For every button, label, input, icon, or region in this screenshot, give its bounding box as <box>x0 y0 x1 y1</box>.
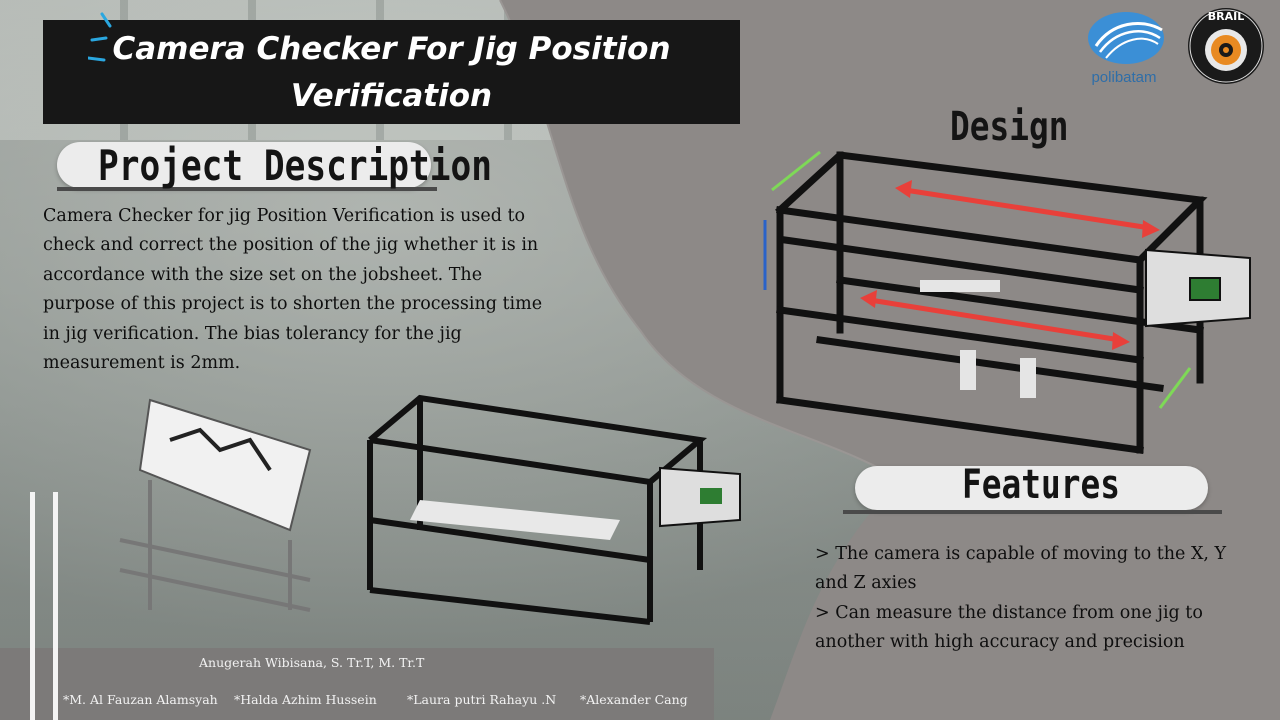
polibatam-logo: polibatam <box>1088 12 1164 86</box>
supervisor-name: Anugerah Wibisana, S. Tr.T, M. Tr.T <box>199 655 425 670</box>
project-description-pill <box>57 142 431 188</box>
title-banner <box>43 20 740 124</box>
design-heading: Design <box>950 104 1069 150</box>
project-description-text: Camera Checker for jig Position Verifica… <box>43 206 543 374</box>
features-underline <box>843 510 1222 514</box>
machine-render <box>367 394 741 625</box>
spark-decoration-icon <box>88 12 112 62</box>
member-name: *Halda Azhim Hussein <box>234 692 377 707</box>
polibatam-wordmark: polibatam <box>1091 69 1156 86</box>
credits-panel <box>0 648 714 720</box>
page-title: Camera Checker For Jig Position Verifica… <box>43 26 740 120</box>
project-description-heading: Project Description <box>98 141 492 190</box>
feature-item: > Can measure the distance from one jig … <box>815 602 1203 653</box>
project-description-underline <box>57 187 437 191</box>
brail-logo: BRAIL <box>1188 8 1264 84</box>
member-name: *Alexander Cang <box>580 692 688 707</box>
member-name: *Laura putri Rahayu .N <box>407 692 557 707</box>
title-line-1: Camera Checker For Jig Position <box>112 31 671 67</box>
jig-render <box>119 398 312 612</box>
features-heading: Features <box>962 462 1120 508</box>
decorative-line <box>30 492 35 720</box>
features-pill <box>855 466 1208 510</box>
features-list: > The camera is capable of moving to the… <box>815 540 1255 658</box>
brail-wordmark: BRAIL <box>1208 10 1244 23</box>
title-line-2: Verification <box>290 78 493 114</box>
decorative-line <box>53 492 58 720</box>
member-name: *M. Al Fauzan Alamsyah <box>63 692 218 707</box>
feature-item: > The camera is capable of moving to the… <box>815 544 1227 594</box>
design-render <box>763 150 1251 454</box>
